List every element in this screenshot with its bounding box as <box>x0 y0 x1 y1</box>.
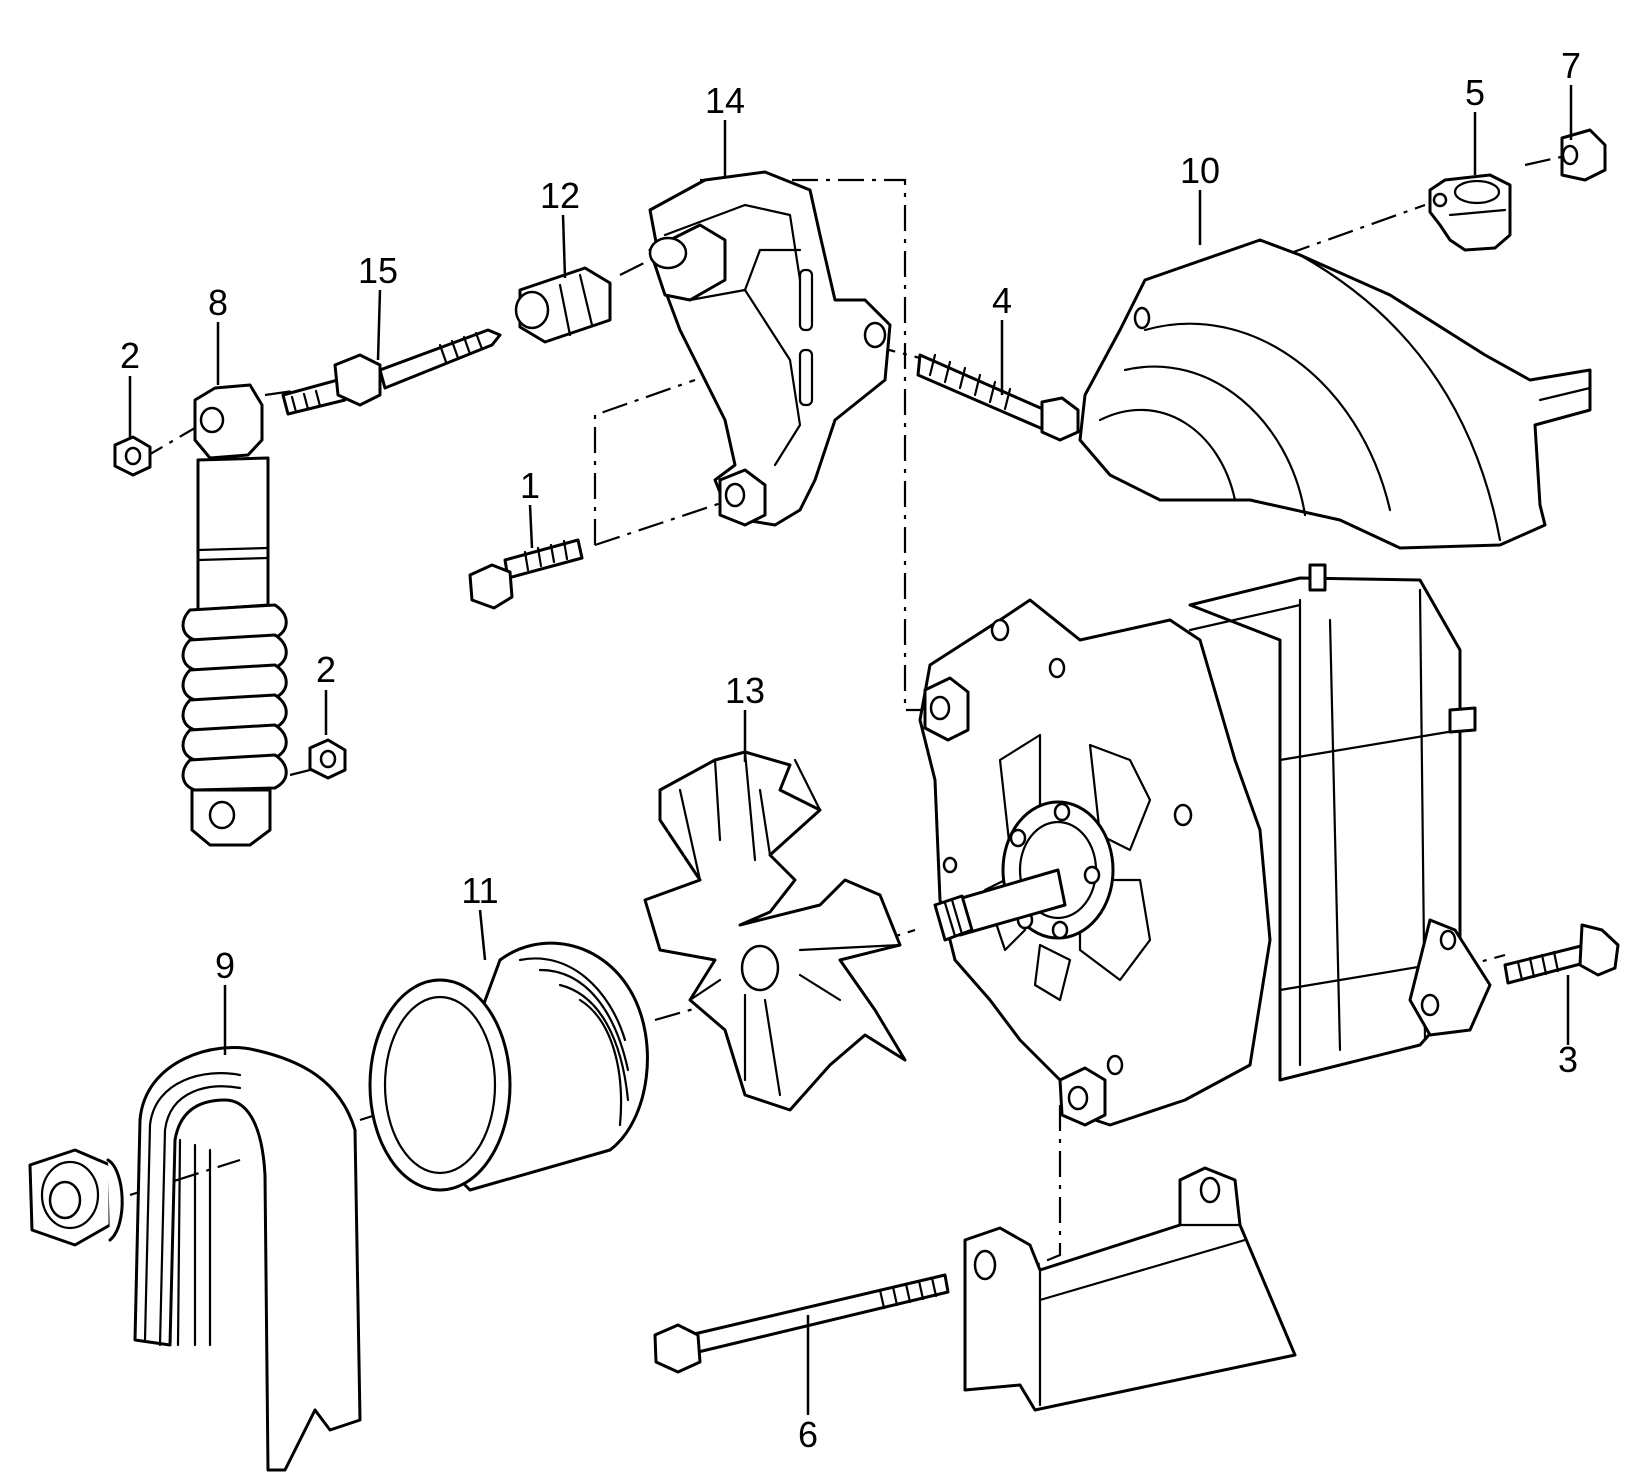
callout-1: 1 <box>520 465 540 506</box>
alternator <box>918 563 1492 1127</box>
callout-15: 15 <box>358 250 398 291</box>
callout-12: 12 <box>540 175 580 216</box>
nut-upper <box>113 435 152 477</box>
callout-7: 7 <box>1561 45 1581 86</box>
nut-lower <box>308 738 347 780</box>
bolt-lower <box>468 538 584 610</box>
bolt-upper <box>916 353 1080 442</box>
ribbed-belt <box>133 1046 362 1472</box>
cable-clip <box>1428 173 1512 252</box>
callout-13: 13 <box>725 670 765 711</box>
callout-3: 3 <box>1558 1039 1578 1080</box>
callout-2-upper: 2 <box>120 335 140 376</box>
nut-small <box>1560 128 1607 182</box>
belt-guard-cover <box>1078 238 1592 550</box>
mounting-bracket <box>648 170 892 527</box>
bushing <box>514 266 612 344</box>
callout-11: 11 <box>461 870 498 911</box>
callout-5: 5 <box>1465 72 1485 113</box>
stud-bolt <box>281 328 502 416</box>
lower-bracket <box>963 1166 1297 1412</box>
callout-4: 4 <box>992 280 1012 321</box>
callout-9: 9 <box>215 945 235 986</box>
long-bolt <box>653 1273 950 1374</box>
callout-8: 8 <box>208 282 228 323</box>
tensioner-damper <box>181 383 288 847</box>
cooling-fan <box>643 750 907 1112</box>
callout-labels: 1 2 2 3 4 5 6 7 8 9 10 11 12 13 14 15 <box>120 45 1581 1455</box>
callout-6: 6 <box>798 1414 818 1455</box>
callout-leaders <box>128 85 1573 1415</box>
callout-14: 14 <box>705 80 745 121</box>
bolt-right <box>1503 923 1620 985</box>
pulley-nut <box>28 1148 124 1247</box>
callout-2-lower: 2 <box>316 649 336 690</box>
callout-10: 10 <box>1180 150 1220 191</box>
pulley <box>368 941 649 1192</box>
